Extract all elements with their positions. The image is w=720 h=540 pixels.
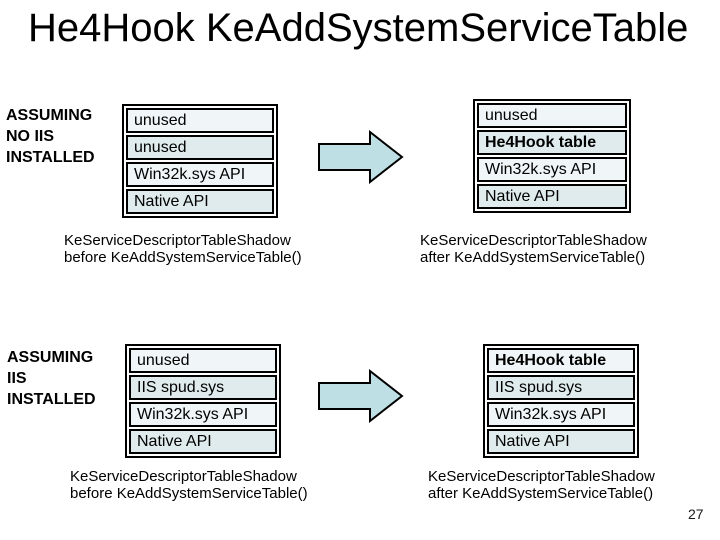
caption-before-no-iis: KeServiceDescriptorTableShadow before Ke… <box>64 232 302 266</box>
label-line: ASSUMING <box>7 349 94 366</box>
table-after-no-iis: unused He4Hook table Win32k.sys API Nati… <box>473 99 631 213</box>
table-before-iis: unused IIS spud.sys Win32k.sys API Nativ… <box>125 344 281 458</box>
table-row: unused <box>126 135 274 160</box>
caption-before-iis: KeServiceDescriptorTableShadow before Ke… <box>70 468 308 502</box>
page-number: 27 <box>688 506 704 522</box>
label-line: INSTALLED <box>7 391 96 408</box>
table-row: unused <box>477 103 627 128</box>
caption-line: KeServiceDescriptorTableShadow <box>64 232 291 249</box>
table-after-iis: He4Hook table IIS spud.sys Win32k.sys AP… <box>483 344 639 458</box>
table-row: Win32k.sys API <box>477 157 627 182</box>
table-row-he4hook: He4Hook table <box>487 348 635 373</box>
table-row: Win32k.sys API <box>126 162 274 187</box>
label-line: IIS <box>7 370 27 387</box>
table-row-he4hook: He4Hook table <box>477 130 627 155</box>
caption-line: KeServiceDescriptorTableShadow <box>428 468 655 485</box>
label-assuming-iis: ASSUMING IIS INSTALLED <box>7 347 96 410</box>
table-row: Native API <box>129 429 277 454</box>
table-row: IIS spud.sys <box>487 375 635 400</box>
table-row: unused <box>129 348 277 373</box>
caption-line: before KeAddSystemServiceTable() <box>70 485 308 502</box>
arrow-right-icon <box>318 369 404 423</box>
caption-line: before KeAddSystemServiceTable() <box>64 249 302 266</box>
caption-line: KeServiceDescriptorTableShadow <box>70 468 297 485</box>
table-before-no-iis: unused unused Win32k.sys API Native API <box>122 104 278 218</box>
table-row: Win32k.sys API <box>487 402 635 427</box>
table-row: Native API <box>126 189 274 214</box>
label-line: INSTALLED <box>6 149 95 166</box>
table-row: Native API <box>487 429 635 454</box>
caption-line: after KeAddSystemServiceTable() <box>420 249 646 266</box>
table-row: Win32k.sys API <box>129 402 277 427</box>
caption-after-iis: KeServiceDescriptorTableShadow after KeA… <box>428 468 655 502</box>
label-assuming-no-iis: ASSUMING NO IIS INSTALLED <box>6 105 95 168</box>
label-line: ASSUMING <box>6 107 93 124</box>
table-row: Native API <box>477 184 627 209</box>
caption-after-no-iis: KeServiceDescriptorTableShadow after KeA… <box>420 232 647 266</box>
table-row: IIS spud.sys <box>129 375 277 400</box>
arrow-right-icon <box>318 130 404 184</box>
caption-line: after KeAddSystemServiceTable() <box>428 485 654 502</box>
table-row: unused <box>126 108 274 133</box>
page-title: He4Hook KeAddSystemServiceTable <box>28 6 689 50</box>
caption-line: KeServiceDescriptorTableShadow <box>420 232 647 249</box>
label-line: NO IIS <box>6 128 55 145</box>
